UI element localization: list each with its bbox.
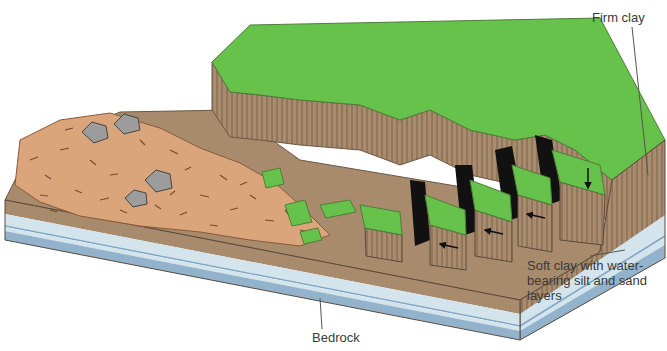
- bedrock-side: [520, 245, 665, 351]
- leader-line: [590, 250, 625, 256]
- leader-line: [632, 27, 648, 175]
- boulder: [125, 190, 147, 207]
- block-fragment: [262, 168, 284, 188]
- movement-arrow: [440, 244, 458, 248]
- movement-arrow: [485, 230, 503, 234]
- leader-line: [320, 298, 322, 329]
- firm-clay-side: [500, 120, 667, 351]
- slump-block-top: [470, 180, 512, 222]
- block-fragment: [300, 228, 322, 244]
- debris-texture: [30, 128, 308, 232]
- slump-block-top: [360, 205, 402, 235]
- boulder: [145, 170, 172, 192]
- block-fragment: [285, 200, 312, 226]
- boulder: [82, 122, 108, 143]
- debris-flow: [15, 113, 330, 246]
- tension-crack: [410, 180, 430, 246]
- slump-block-top: [425, 195, 466, 235]
- boulder: [114, 114, 140, 134]
- layer-label: Bedrock: [312, 330, 382, 345]
- plateau-surface: [212, 18, 665, 180]
- layer-label: Soft clay with water-bearing silt and sa…: [527, 258, 665, 303]
- block-fragment: [320, 200, 356, 218]
- slump-block-top: [512, 165, 552, 205]
- layer-label: Firm clay: [592, 10, 666, 25]
- slump-block-top: [552, 150, 605, 195]
- movement-arrow: [587, 168, 589, 188]
- movement-arrow: [527, 214, 545, 218]
